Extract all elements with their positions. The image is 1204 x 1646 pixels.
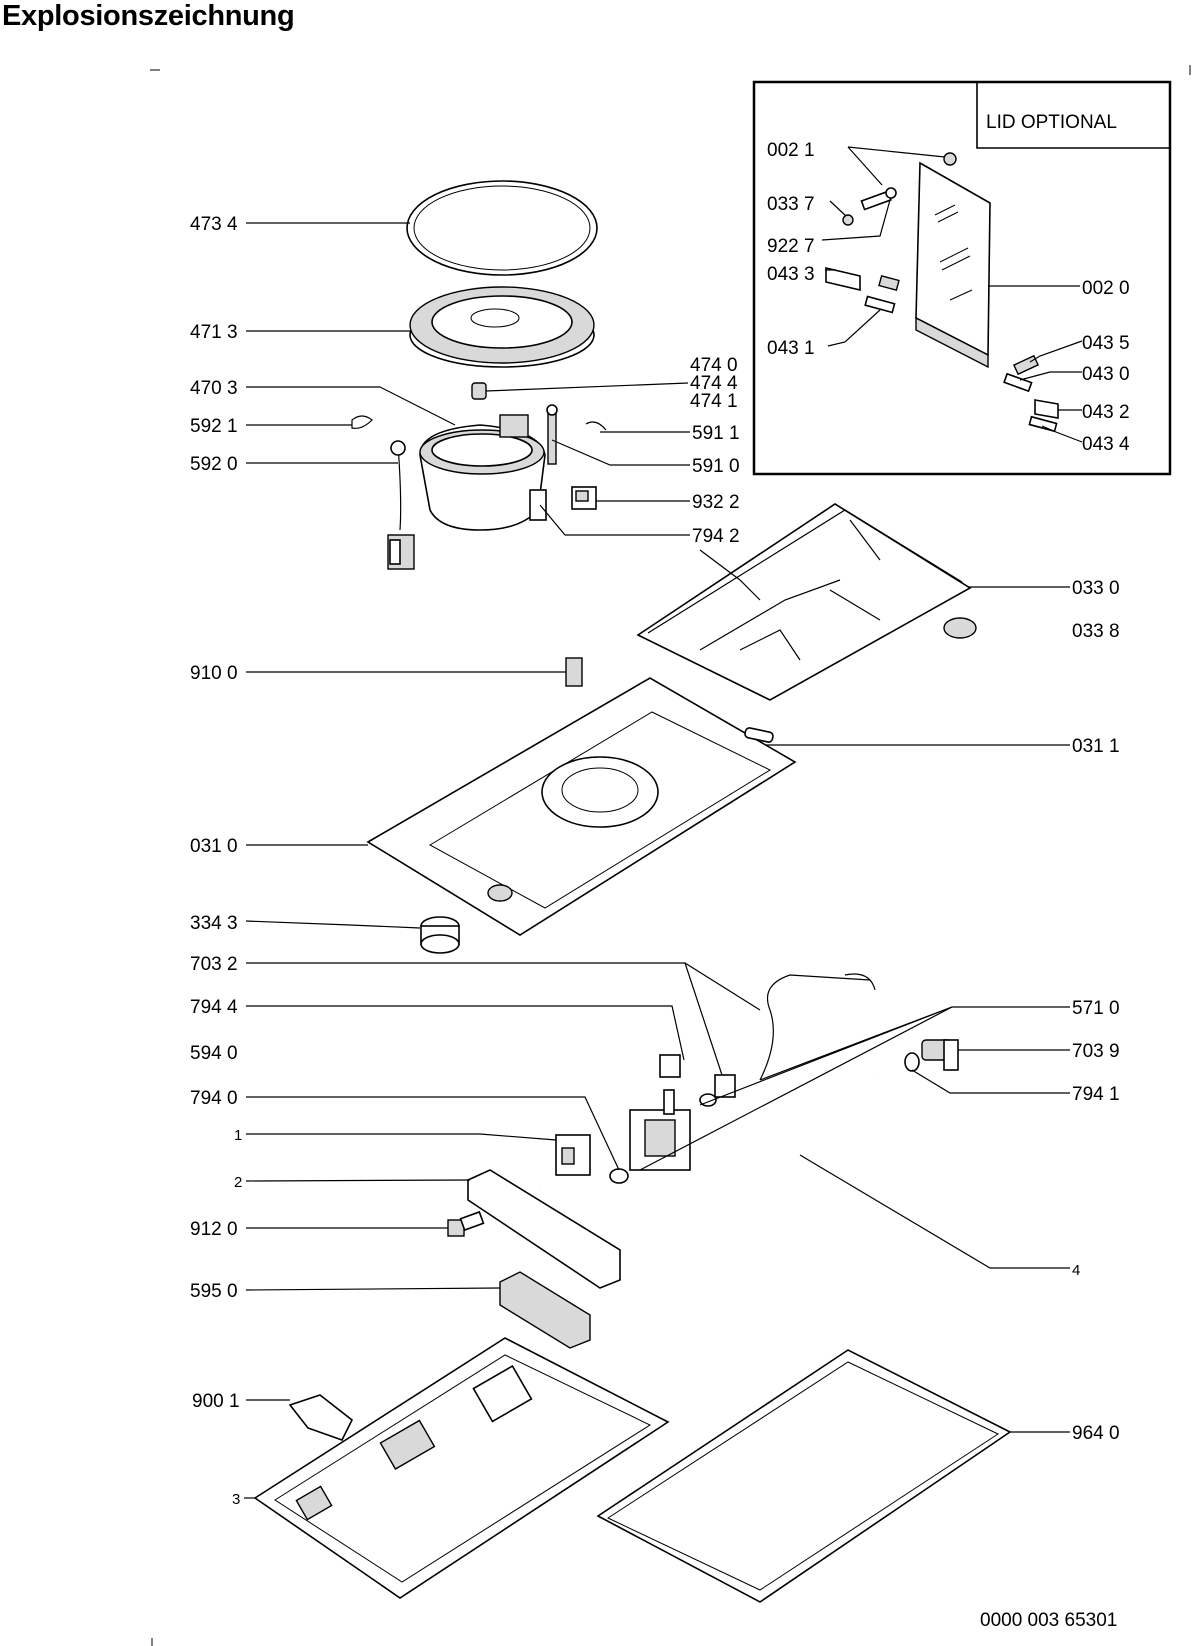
page-title: Explosionszeichnung (2, 0, 295, 32)
burner-head-part (409, 286, 595, 368)
label-0311: 031 1 (1072, 736, 1120, 757)
label-0020: 002 0 (1082, 278, 1130, 299)
nut-part (842, 214, 854, 226)
label-7944: 794 4 (190, 997, 238, 1018)
label-4741: 474 1 (690, 391, 738, 412)
bracket-part-9001 (288, 1394, 354, 1441)
screw-part-9100 (565, 657, 583, 687)
seal-ring-part-7941 (904, 1052, 920, 1072)
label-7032: 703 2 (190, 954, 238, 975)
gasket-part (596, 1349, 1012, 1603)
label-7940: 794 0 (190, 1088, 238, 1109)
label-4740: 474 0 (690, 355, 738, 376)
label-5710: 571 0 (1072, 998, 1120, 1019)
screw-part (943, 152, 957, 166)
label-9120: 912 0 (190, 1219, 238, 1240)
drawing-number: 0000 003 65301 (980, 1610, 1117, 1631)
label-0435: 043 5 (1082, 333, 1130, 354)
label-0434: 043 4 (1082, 434, 1130, 455)
thermocouple-part (546, 404, 558, 465)
bracket-part-1 (555, 1134, 591, 1176)
label-4734: 473 4 (190, 214, 238, 235)
spark-electrode-part (387, 440, 415, 570)
label-9001: 900 1 (192, 1391, 240, 1412)
glass-lid-part (915, 161, 991, 369)
burner-body-part (419, 414, 547, 531)
bottom-tray-part (253, 1337, 670, 1599)
seal-part-0311 (744, 727, 774, 743)
control-knob-part (420, 916, 460, 954)
leader-lines (244, 222, 1070, 1499)
injector-part (471, 382, 487, 400)
crop-marks (150, 65, 1191, 1646)
label-5940: 594 0 (190, 1043, 238, 1064)
label-5910: 591 0 (692, 456, 740, 477)
label-9100: 910 0 (190, 663, 238, 684)
washer-part (885, 187, 897, 199)
burner-cap-part (406, 180, 598, 276)
label-0330: 033 0 (1072, 578, 1120, 599)
label-5921: 592 1 (190, 416, 238, 437)
label-5920: 592 0 (190, 454, 238, 475)
label-0337: 033 7 (767, 194, 815, 215)
pan-support-grid-part (636, 503, 972, 701)
screw-part-9120 (447, 1210, 485, 1237)
clamp-part-5940 (659, 1054, 681, 1078)
label-0310: 031 0 (190, 836, 238, 857)
bracket-part-9322 (571, 486, 597, 510)
inset-leaders (821, 146, 1083, 443)
label-0432: 043 2 (1082, 402, 1130, 423)
label-4: 4 (1072, 1262, 1080, 1279)
gas-tap-part (629, 1089, 691, 1171)
label-3343: 334 3 (190, 913, 238, 934)
label-0430: 043 0 (1082, 364, 1130, 385)
label-4703: 470 3 (190, 378, 238, 399)
label-5950: 595 0 (190, 1281, 238, 1302)
label-4744: 474 4 (690, 373, 738, 394)
ignition-switch-part (499, 1271, 591, 1349)
label-7039: 703 9 (1072, 1041, 1120, 1062)
label-7941: 794 1 (1072, 1084, 1120, 1105)
label-0431: 043 1 (767, 338, 815, 359)
label-0338: 033 8 (1072, 621, 1120, 642)
inlet-elbow-part (921, 1039, 959, 1071)
label-9322: 932 2 (692, 492, 740, 513)
flex-hose-inner (538, 1079, 879, 1245)
label-9227: 922 7 (767, 236, 815, 257)
label-5911: 591 1 (692, 423, 740, 444)
label-0021: 002 1 (767, 140, 815, 161)
clamp-part-7944 (714, 1074, 736, 1098)
rail-part-2 (467, 1169, 621, 1289)
inset-title: LID OPTIONAL (986, 112, 1117, 133)
clip-part-5911 (585, 421, 607, 431)
label-9640: 964 0 (1072, 1423, 1120, 1444)
label-0433: 043 3 (767, 264, 815, 285)
label-1: 1 (234, 1127, 242, 1144)
label-2: 2 (234, 1174, 242, 1191)
clip-part-5921 (351, 415, 373, 429)
label-3: 3 (232, 1491, 240, 1508)
label-4713: 471 3 (190, 322, 238, 343)
washer-part-7940 (609, 1168, 629, 1184)
rubber-foot-part (943, 617, 977, 639)
hob-top-plate-part (366, 677, 797, 936)
lid-optional-inset: LID OPTIONAL (752, 80, 1172, 476)
label-7942: 794 2 (692, 526, 740, 547)
